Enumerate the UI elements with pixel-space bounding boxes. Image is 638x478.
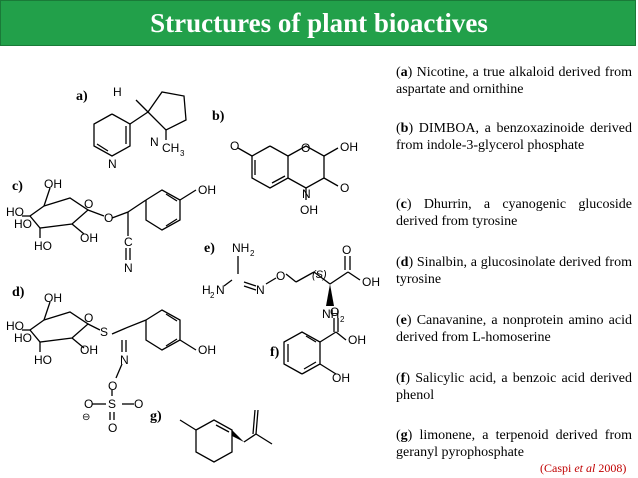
atom-oh: OH	[300, 203, 318, 217]
title-bar: Structures of plant bioactives	[0, 0, 636, 46]
atom-oh: OH	[340, 140, 358, 154]
atom-o: O	[230, 139, 239, 153]
atom-o: O	[84, 397, 93, 411]
atom-o: O	[108, 379, 117, 393]
atom-oh: OH	[80, 231, 98, 245]
atom-n: N	[124, 261, 133, 275]
atom-o: O	[342, 243, 351, 257]
atom-o: O	[84, 197, 93, 211]
atom-ho: HO	[14, 331, 32, 345]
atom-n: N	[150, 135, 159, 149]
atom-oh: OH	[198, 183, 216, 197]
description-a: (a) Nicotine, a true alkaloid derived fr…	[396, 65, 632, 97]
atom-sub-2: 2	[250, 249, 255, 258]
atom-oh: OH	[44, 291, 62, 305]
atom-h: H	[202, 283, 211, 297]
atom-oh: OH	[198, 343, 216, 357]
atom-o: O	[330, 305, 339, 319]
atom-s: S	[100, 325, 108, 339]
atom-ho: HO	[34, 239, 52, 253]
atom-h: H	[113, 85, 122, 99]
atom-n: N	[120, 353, 129, 367]
atom-o: O	[108, 421, 117, 435]
atom-ho: HO	[34, 353, 52, 367]
label-f: f)	[270, 345, 280, 360]
label-e: e)	[204, 241, 215, 256]
atom-o: O	[301, 141, 310, 155]
atom-ch: CH	[162, 141, 179, 155]
label-b: b)	[212, 109, 225, 124]
atom-o: O	[84, 311, 93, 325]
label-g: g)	[150, 409, 162, 424]
atom-sub-2: 2	[210, 291, 215, 300]
slide-title: Structures of plant bioactives	[150, 8, 488, 38]
atom-oh: OH	[80, 343, 98, 357]
description-f: (f) Salicylic acid, a benzoic acid deriv…	[396, 371, 632, 403]
atom-oh: OH	[332, 371, 350, 385]
atom-oh: OH	[348, 333, 366, 347]
description-e: (e) Canavanine, a nonprotein amino acid …	[396, 313, 632, 345]
atom-sub-3: 3	[180, 149, 185, 158]
label-c: c)	[12, 179, 23, 194]
description-c: (c) Dhurrin, a cyanogenic glucoside deri…	[396, 197, 632, 229]
atom-s: S	[108, 397, 116, 411]
atom-c: C	[124, 235, 133, 249]
label-d: d)	[12, 285, 25, 300]
label-a: a)	[76, 89, 88, 104]
atom-n: N	[256, 283, 265, 297]
citation: (Caspi et al 2008)	[540, 461, 627, 475]
atom-sub-2: 2	[340, 315, 345, 324]
atom-o: O	[134, 397, 143, 411]
atom-ho: HO	[14, 217, 32, 231]
structure-wedges	[232, 284, 334, 442]
description-b: (b) DIMBOA, a benzoxazinoide derived fro…	[396, 121, 632, 153]
atom-o: O	[104, 211, 113, 225]
structures-panel: a) b) c) d) e) f) g) H N N CH 3 O O OH O…	[6, 85, 380, 463]
structure-lines	[22, 91, 361, 463]
atom-ho: HO	[6, 319, 24, 333]
stereo-s: (S)	[312, 269, 327, 281]
description-d: (d) Sinalbin, a glucosinolate derived fr…	[396, 255, 632, 287]
atom-oh: OH	[362, 275, 380, 289]
atom-n: N	[108, 157, 117, 171]
atom-o: O	[276, 269, 285, 283]
atom-o: O	[340, 181, 349, 195]
atom-oh: OH	[44, 177, 62, 191]
description-g: (g) limonene, a terpenoid derived from g…	[396, 428, 632, 460]
atom-nh: NH	[322, 307, 339, 321]
atom-nh: NH	[232, 241, 249, 255]
minus-charge: ⊖	[82, 412, 90, 423]
atom-n: N	[216, 283, 225, 297]
atom-n: N	[302, 187, 311, 201]
atom-ho: HO	[6, 205, 24, 219]
